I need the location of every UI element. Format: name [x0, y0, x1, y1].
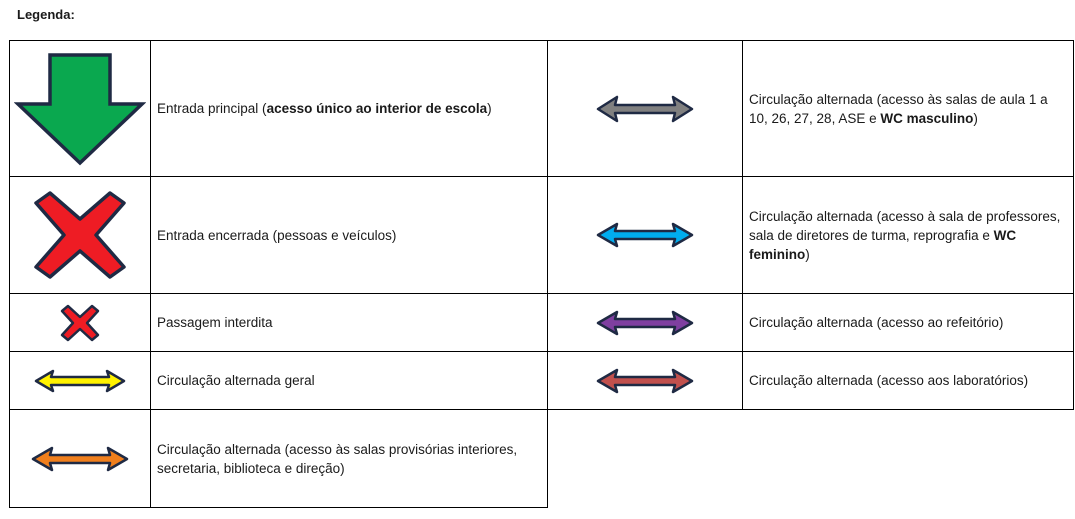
blue-double-arrow-icon — [596, 222, 694, 248]
entrada-principal-bold: acesso único ao interior de escola — [266, 101, 488, 116]
purple-double-arrow-icon — [596, 310, 694, 335]
legend-description: Circulação alternada (acesso ao refeitór… — [742, 293, 1074, 352]
yellow-double-arrow-icon — [34, 369, 126, 392]
legend-row: Passagem interdita Circulação alternada … — [9, 293, 1074, 352]
legend-symbol-cell — [547, 351, 743, 410]
legend-row: Circulação alternada geral Circulação al… — [9, 351, 1074, 410]
legend-symbol-cell — [547, 40, 743, 177]
circulacao-masculino-bold: WC masculino — [880, 110, 974, 126]
legend-description: Circulação alternada (acesso às salas pr… — [150, 409, 548, 508]
legend-symbol-cell — [547, 176, 743, 294]
legend-symbol-cell — [9, 40, 151, 177]
circulacao-feminino-text: Circulação alternada (acesso à sala de p… — [749, 208, 1061, 243]
legend-row: Entrada encerrada (pessoas e veículos) C… — [9, 176, 1074, 294]
legend-description: Passagem interdita — [150, 293, 548, 352]
legend-description: Circulação alternada (acesso aos laborat… — [742, 351, 1074, 410]
legend-symbol-cell — [9, 176, 151, 294]
green-down-arrow-icon — [14, 52, 146, 165]
legend-description: Circulação alternada (acesso à sala de p… — [742, 176, 1074, 294]
gray-double-arrow-icon — [596, 95, 694, 122]
legend-description: Entrada principal (acesso único ao inter… — [150, 40, 548, 177]
legend-description: Circulação alternada (acesso às salas de… — [742, 40, 1074, 177]
legend-title: Legenda: — [17, 7, 75, 22]
legend-description: Entrada encerrada (pessoas e veículos) — [150, 176, 548, 294]
circulacao-provisorias-text: Circulação alternada (acesso às salas pr… — [157, 441, 518, 476]
legend-symbol-cell — [547, 293, 743, 352]
red-double-arrow-icon — [596, 368, 694, 393]
legend-description: Circulação alternada geral — [150, 351, 548, 410]
circulacao-laboratorios-text: Circulação alternada (acesso aos laborat… — [749, 373, 1029, 388]
circulacao-refeitorio-text: Circulação alternada (acesso ao refeitór… — [749, 315, 1004, 330]
passagem-interdita-text: Passagem interdita — [157, 315, 273, 330]
circulacao-masculino-close: ) — [973, 110, 978, 126]
circulacao-feminino-close: ) — [805, 246, 810, 262]
legend-row: Entrada principal (acesso único ao inter… — [9, 40, 1074, 177]
legend-symbol-cell — [9, 351, 151, 410]
legend-symbol-cell — [9, 409, 151, 508]
red-x-large-icon — [34, 191, 126, 279]
red-x-small-icon — [60, 304, 100, 341]
empty-cell — [548, 410, 1074, 508]
orange-double-arrow-icon — [31, 446, 129, 471]
entrada-principal-close: ) — [487, 101, 492, 116]
circulacao-feminino-bold: WC feminino — [749, 227, 1017, 262]
legend-row: Circulação alternada (acesso às salas pr… — [9, 409, 1074, 508]
circulacao-masculino-text: Circulação alternada (acesso às salas de… — [749, 91, 1048, 126]
entrada-principal-text: Entrada principal ( — [157, 101, 267, 116]
legend-table: Entrada principal (acesso único ao inter… — [9, 40, 1074, 508]
circulacao-geral-text: Circulação alternada geral — [157, 373, 315, 388]
legend-symbol-cell — [9, 293, 151, 352]
entrada-encerrada-text: Entrada encerrada (pessoas e veículos) — [157, 227, 397, 243]
